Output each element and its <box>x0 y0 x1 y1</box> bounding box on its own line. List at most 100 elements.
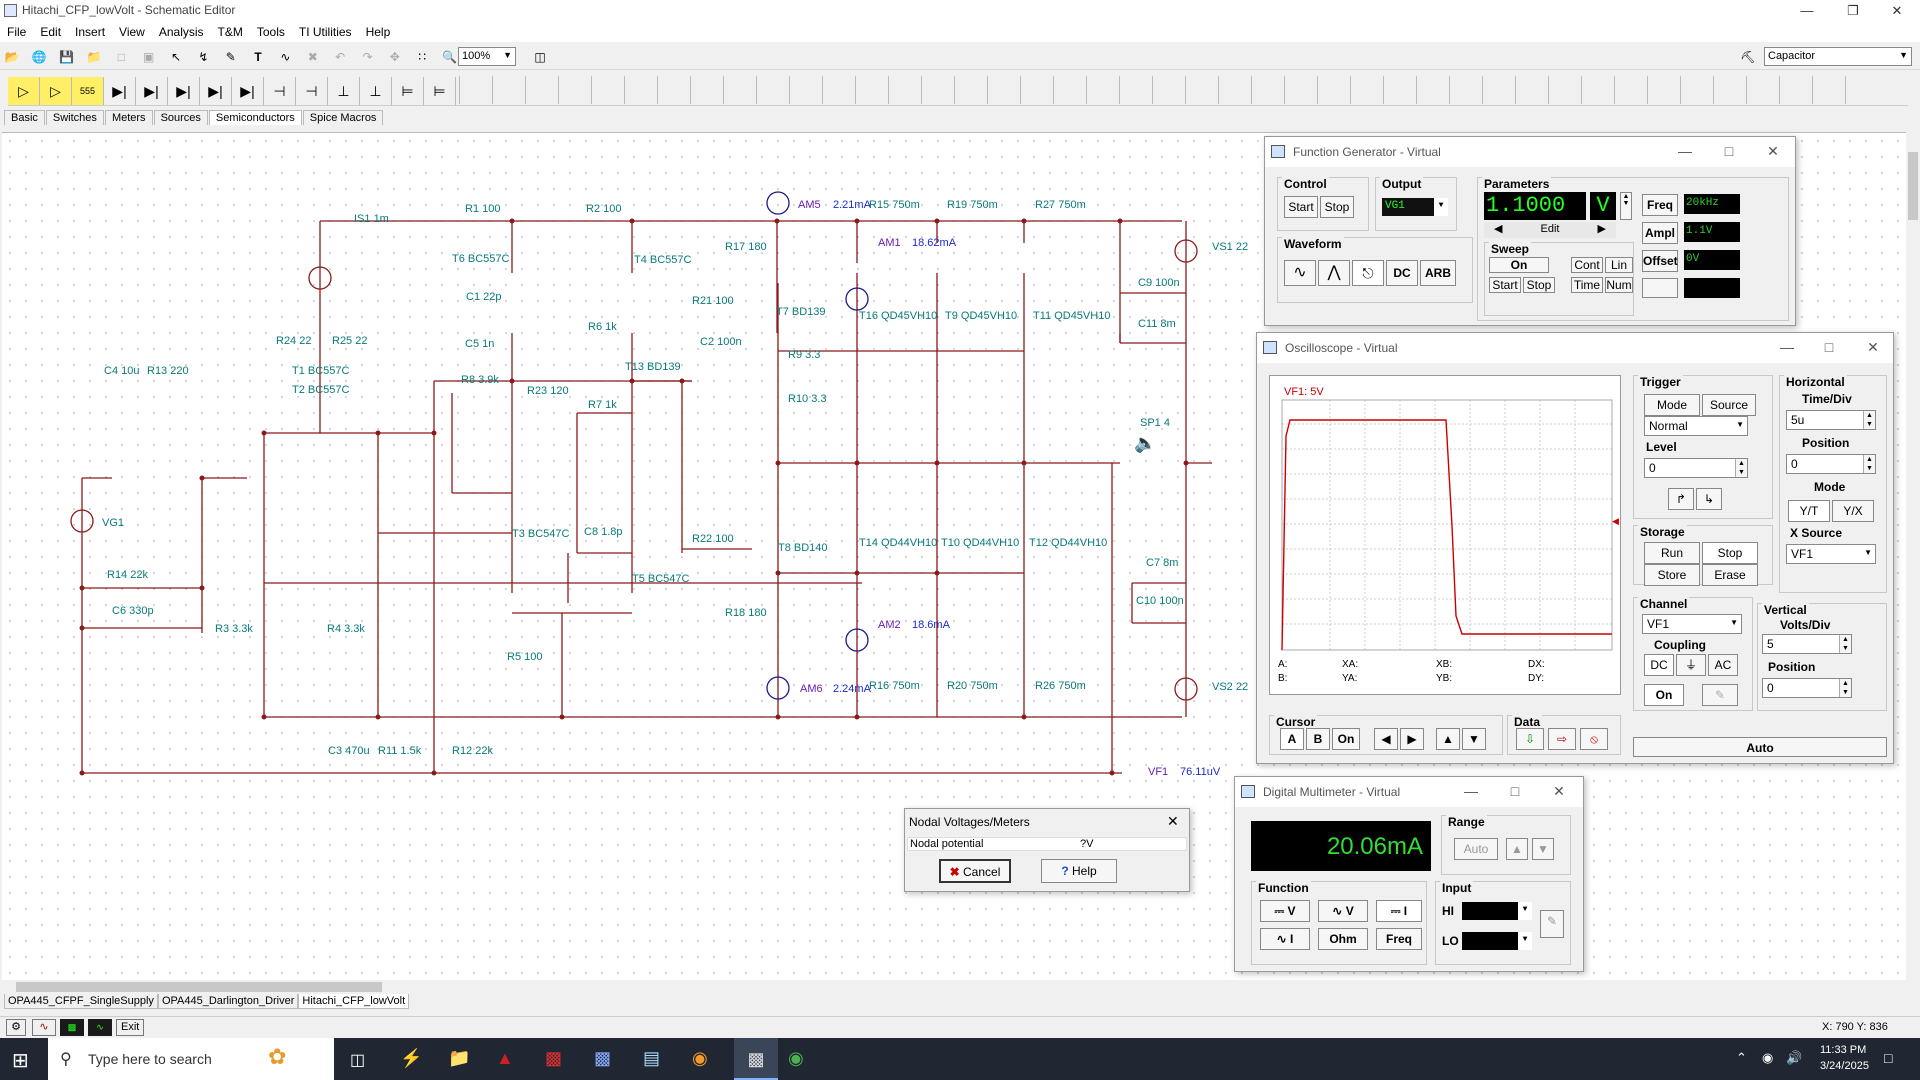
triangle-wave-icon[interactable]: ⋀ <box>1318 260 1350 286</box>
fg-start-button[interactable]: Start <box>1284 196 1318 218</box>
restore-icon[interactable]: ❐ <box>1847 3 1859 18</box>
label-t2[interactable]: T2 BC557C <box>292 384 350 396</box>
range-down-icon[interactable]: ▼ <box>1532 838 1554 860</box>
cursor-up-icon[interactable]: ▲ <box>1436 728 1460 750</box>
osc-yx-button[interactable]: Y/X <box>1832 500 1874 522</box>
label-sp1[interactable]: SP1 4 <box>1140 417 1170 429</box>
component-select[interactable]: Capacitor▼ <box>1764 47 1912 66</box>
tab-meters[interactable]: Meters <box>104 110 153 125</box>
label-r11[interactable]: R11 1.5k <box>378 745 422 757</box>
horizontal-scroll-thumb[interactable] <box>16 982 382 992</box>
maximize-icon[interactable]: □ <box>1824 339 1834 355</box>
npn-icon[interactable]: ⊣ <box>264 77 296 105</box>
cursor-left-icon[interactable]: ◀ <box>1374 728 1398 750</box>
network-icon[interactable]: ◉ <box>1762 1050 1774 1065</box>
doc-tab-3[interactable]: Hitachi_CFP_lowVolt <box>298 994 410 1009</box>
exit-button[interactable]: Exit <box>116 1019 145 1036</box>
label-r9[interactable]: R9 3.3 <box>788 349 821 361</box>
zoom-icon[interactable]: 🔍 <box>442 50 457 64</box>
copy-icon[interactable]: □ <box>117 50 125 64</box>
close-icon[interactable]: ✕ <box>1167 813 1179 829</box>
dmm-lo-select[interactable]: ▼ <box>1462 932 1532 950</box>
fg-output-select[interactable]: VG1▼ <box>1382 198 1448 216</box>
rising-edge-icon[interactable]: ↱ <box>1668 488 1694 510</box>
close-icon[interactable]: ✕ <box>1767 143 1779 159</box>
label-r7[interactable]: R7 1k <box>588 399 617 411</box>
menu-analysis[interactable]: Analysis <box>158 25 204 39</box>
menu-insert[interactable]: Insert <box>75 25 106 39</box>
doc-tab-1[interactable]: OPA445_CFPF_SingleSupply <box>4 994 158 1009</box>
fg-num-button[interactable]: Num <box>1605 277 1633 293</box>
label-t12[interactable]: T12 QD44VH10 <box>1029 537 1108 549</box>
fg-sweep-on-button[interactable]: On <box>1489 257 1549 273</box>
tab-semiconductors[interactable]: Semiconductors <box>208 110 302 125</box>
osc-level-input[interactable]: 0▲▼ <box>1644 458 1748 478</box>
label-am1[interactable]: AM1 <box>878 237 901 249</box>
label-c10[interactable]: C10 100n <box>1136 595 1184 607</box>
label-t1[interactable]: T1 BC557C <box>292 365 350 377</box>
falling-edge-icon[interactable]: ↳ <box>1696 488 1722 510</box>
tab-basic[interactable]: Basic <box>4 110 45 125</box>
label-vs1[interactable]: VS1 22 <box>1212 241 1249 253</box>
fg-lin-button[interactable]: Lin <box>1605 257 1633 273</box>
label-r6[interactable]: R6 1k <box>588 321 617 333</box>
dmm-auto-button[interactable]: Auto <box>1454 838 1498 860</box>
jfet-icon[interactable]: ⊥ <box>328 77 360 105</box>
right-arrow-icon[interactable]: ▶ <box>1597 223 1606 235</box>
label-c3[interactable]: C3 470u <box>328 745 370 757</box>
undo-icon[interactable]: ↶ <box>335 50 346 64</box>
app-chat-icon[interactable]: ▩ <box>545 1048 563 1068</box>
pencil-icon[interactable]: ✎ <box>1702 684 1738 706</box>
horizontal-scrollbar[interactable] <box>2 980 1906 994</box>
label-r12[interactable]: R12 22k <box>452 745 493 757</box>
varactor-icon[interactable]: ▶| <box>232 77 264 105</box>
osc-channel-select[interactable]: VF1▼ <box>1642 614 1742 634</box>
label-r8[interactable]: R8 3.9k <box>461 374 499 386</box>
label-r24[interactable]: R24 22 <box>276 335 312 347</box>
osc-erase-button[interactable]: Erase <box>1702 564 1758 586</box>
label-c2[interactable]: C2 100n <box>700 336 742 348</box>
menu-view[interactable]: View <box>119 25 145 39</box>
label-c4[interactable]: C4 10u <box>104 365 140 377</box>
label-am2[interactable]: AM2 <box>878 619 901 631</box>
app-lightning-icon[interactable]: ⚡ <box>400 1048 423 1068</box>
close-icon[interactable]: ✕ <box>1891 3 1903 18</box>
jfet2-icon[interactable]: ⊥ <box>360 77 392 105</box>
text-icon[interactable]: T <box>254 50 262 64</box>
label-c5[interactable]: C5 1n <box>465 338 495 350</box>
nodal-cancel-button[interactable]: ✖ Cancel <box>939 859 1011 883</box>
fg-dc-button[interactable]: DC <box>1386 260 1418 286</box>
label-r21[interactable]: R21 100 <box>692 295 734 307</box>
menu-tools[interactable]: Tools <box>256 25 285 39</box>
globe-icon[interactable]: 🌐 <box>31 50 47 64</box>
label-r5[interactable]: R5 100 <box>507 651 543 663</box>
fg-arb-button[interactable]: ARB <box>1420 260 1456 286</box>
notification-icon[interactable]: □ <box>1884 1050 1893 1066</box>
volume-icon[interactable]: 🔊 <box>1786 1050 1803 1065</box>
osc-volts-div-input[interactable]: 5▲▼ <box>1762 634 1852 654</box>
osc-store-button[interactable]: Store <box>1644 564 1700 586</box>
osc-cursor-a-button[interactable]: A <box>1280 728 1304 750</box>
status-icon-2[interactable]: ∿ <box>32 1019 56 1036</box>
osc-source-button[interactable]: Source <box>1702 394 1756 416</box>
label-c7[interactable]: C7 8m <box>1146 557 1179 569</box>
label-t7[interactable]: T7 BD139 <box>776 306 826 318</box>
fg-sweep-start-button[interactable]: Start <box>1489 277 1521 293</box>
fg-ampl-button[interactable]: Ampl <box>1642 222 1678 244</box>
pen-icon[interactable]: ✎ <box>225 50 236 64</box>
fg-offset-button[interactable]: Offset <box>1642 250 1678 272</box>
tab-spice-macros[interactable]: Spice Macros <box>302 110 384 125</box>
minimize-icon[interactable]: — <box>1800 3 1814 18</box>
open-icon[interactable]: 📂 <box>4 50 20 64</box>
nodal-help-button[interactable]: ? Help <box>1041 859 1117 883</box>
osc-channel-on-button[interactable]: On <box>1644 684 1684 706</box>
tab-switches[interactable]: Switches <box>45 110 104 125</box>
label-t10[interactable]: T10 QD44VH10 <box>941 537 1020 549</box>
label-c6[interactable]: C6 330p <box>112 605 154 617</box>
label-t8[interactable]: T8 BD140 <box>778 542 828 554</box>
probe-icon[interactable]: ✎ <box>1540 910 1564 938</box>
open-folder-icon[interactable]: 📁 <box>86 50 102 64</box>
taskbar-date[interactable]: 3/24/2025 <box>1820 1060 1869 1072</box>
delete-icon[interactable]: ✖ <box>307 50 318 64</box>
taskbar-search[interactable]: ⚲ Type here to search ✿ <box>48 1038 334 1080</box>
